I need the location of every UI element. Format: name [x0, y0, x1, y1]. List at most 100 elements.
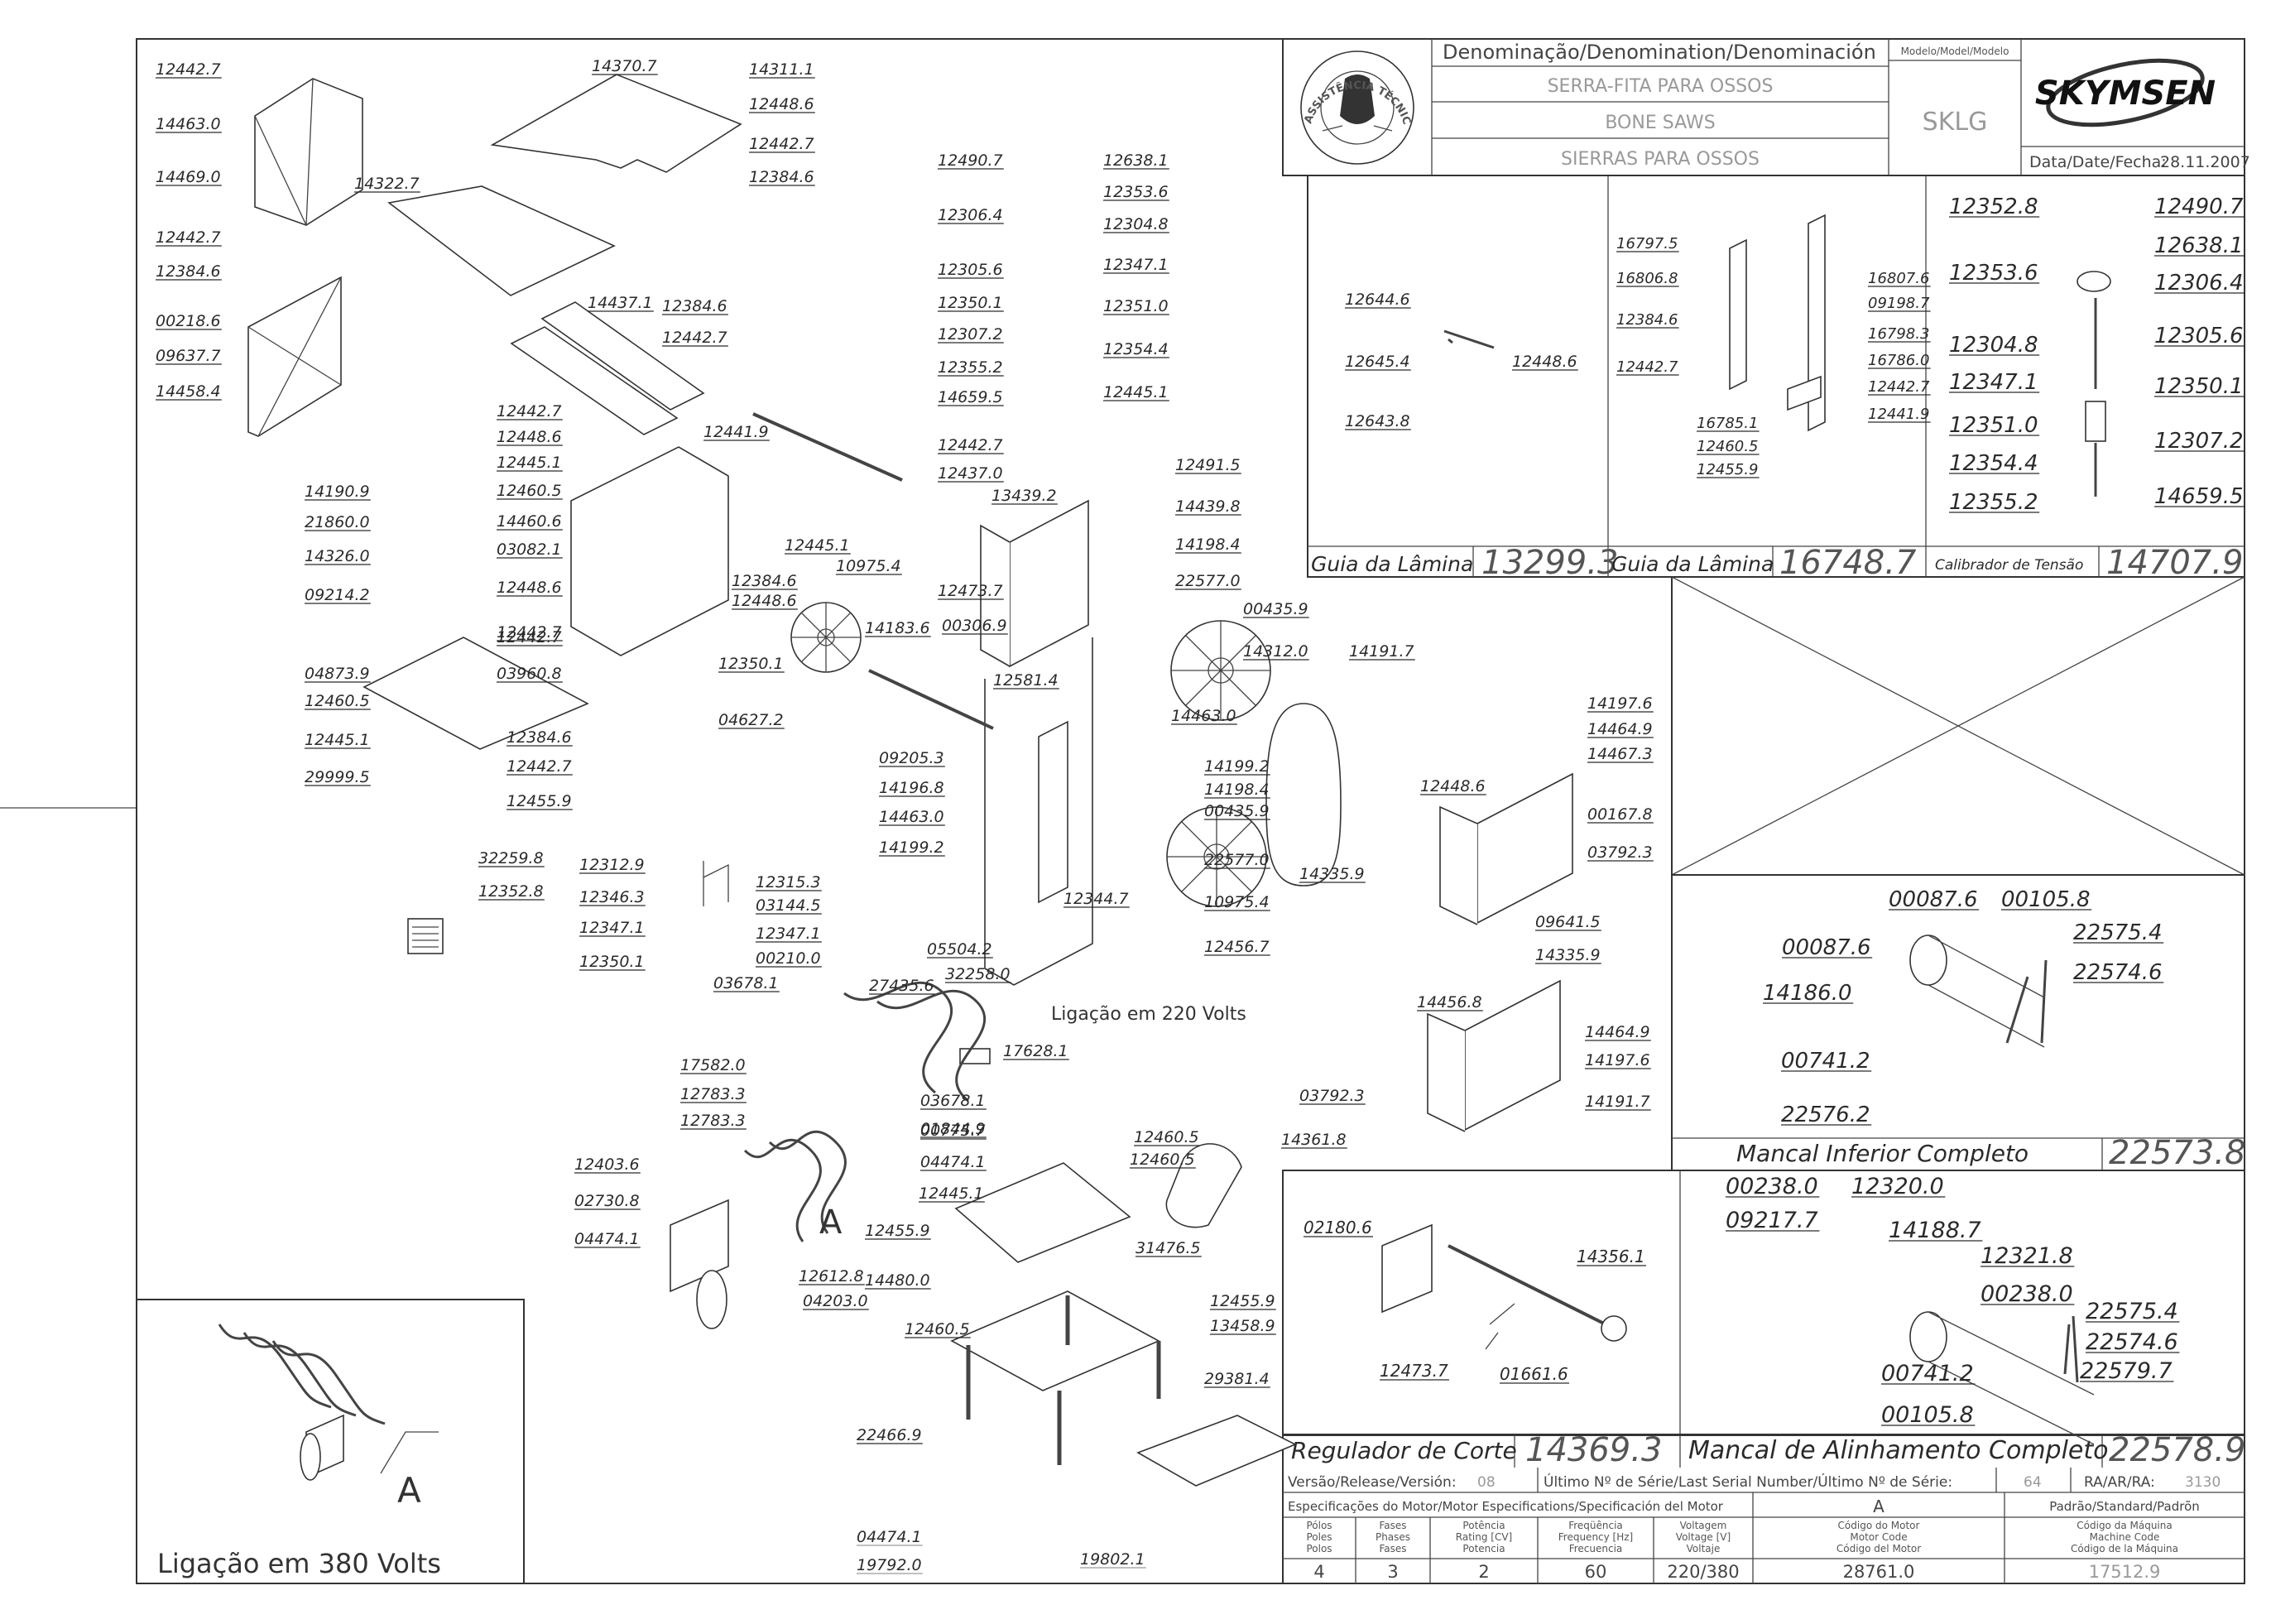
col-frequency-1: Freqüência — [1568, 1520, 1623, 1531]
part-label: 12304.8 — [1103, 215, 1169, 233]
col-voltage-3: Voltaje — [1687, 1543, 1721, 1554]
model-code: SKLG — [1923, 108, 1988, 137]
part-label: 12445.1 — [1103, 383, 1169, 401]
part-label: 00087.6 — [1782, 935, 1871, 960]
part-label: 00167.8 — [1587, 805, 1653, 824]
part-label: 22577.0 — [1204, 851, 1270, 869]
part-label: 19802.1 — [1080, 1550, 1145, 1569]
part-label: 29381.4 — [1204, 1370, 1270, 1388]
part-label: 22575.4 — [2073, 920, 2163, 945]
part-label: 13458.9 — [1210, 1317, 1275, 1335]
part-label: 12350.1 — [718, 655, 784, 673]
col-voltage-1: Voltagem — [1680, 1520, 1727, 1531]
part-label: 12350.1 — [2154, 374, 2244, 399]
part-label: 12581.4 — [993, 671, 1059, 689]
val-voltage: 220/380 — [1667, 1562, 1739, 1582]
part-label: 12442.7 — [507, 757, 572, 776]
part-label: 12442.7 — [1616, 358, 1678, 376]
part-label: 09198.7 — [1868, 295, 1930, 312]
release-label: Versão/Release/Versión: — [1288, 1474, 1457, 1491]
part-label: 14464.9 — [1587, 720, 1653, 738]
part-label: 14322.7 — [354, 175, 420, 193]
part-label: 12306.4 — [2154, 271, 2244, 295]
part-label: 12352.8 — [1949, 195, 2038, 219]
part-label: 12352.8 — [478, 882, 544, 901]
part-label: 03144.5 — [756, 896, 821, 915]
part-label: 12783.3 — [680, 1112, 746, 1130]
part-label: 12344.7 — [1063, 890, 1129, 908]
part-label: 12783.3 — [680, 1085, 746, 1103]
part-label: 12445.1 — [497, 454, 562, 472]
assembly-label-6: Mancal de Alinhamento Completo — [1688, 1436, 2109, 1465]
part-label: 12445.1 — [785, 536, 850, 555]
part-label: 12384.6 — [732, 572, 797, 590]
col-rating-1: Potência — [1462, 1520, 1505, 1531]
part-label: 12347.1 — [756, 925, 821, 943]
part-label: 14370.7 — [592, 57, 657, 75]
part-label: 12315.3 — [756, 873, 821, 891]
part-label: 04474.1 — [574, 1230, 640, 1248]
part-label: 02180.6 — [1304, 1218, 1372, 1237]
detail-letter-a: A — [819, 1204, 843, 1242]
assembly-label-2: Guia da Lâmina — [1611, 552, 1774, 576]
part-label: 12442.7 — [938, 436, 1003, 454]
part-label: 12384.6 — [662, 297, 727, 315]
part-label: 14469.0 — [156, 168, 221, 186]
col-poles-2: Poles — [1306, 1531, 1332, 1543]
assembly-label-3: Calibrador de Tensão — [1935, 557, 2083, 574]
part-label: 12304.8 — [1949, 333, 2038, 358]
col-phases-1: Fases — [1379, 1520, 1406, 1531]
part-label: 12441.9 — [1868, 406, 1929, 423]
part-label: 12442.7 — [156, 60, 221, 79]
part-label: 32259.8 — [478, 849, 544, 867]
col-motor-code-3: Código del Motor — [1836, 1543, 1921, 1554]
part-label: 03082.1 — [497, 541, 562, 559]
part-label: 04203.0 — [803, 1292, 868, 1310]
part-label: 14190.9 — [305, 483, 370, 501]
part-label: 12448.6 — [732, 592, 797, 610]
part-label: 14458.4 — [156, 382, 221, 401]
col-phases-2: Phases — [1376, 1531, 1410, 1543]
col-poles-1: Pólos — [1306, 1520, 1332, 1531]
col-frequency-2: Frequency [Hz] — [1558, 1531, 1634, 1543]
part-label: 09217.7 — [1726, 1208, 1818, 1233]
part-label: 22577.0 — [1175, 572, 1241, 590]
assembly-code-2: 16748.7 — [1779, 544, 1917, 582]
part-label: 12448.6 — [497, 428, 562, 446]
part-label: 12455.9 — [1210, 1292, 1275, 1310]
part-label: 14312.0 — [1243, 642, 1308, 661]
part-label: 00238.0 — [1981, 1281, 2073, 1307]
part-label: 12445.1 — [305, 731, 370, 749]
part-label: 12441.9 — [703, 423, 769, 441]
col-motor-code-1: Código do Motor — [1838, 1520, 1920, 1531]
brand-name: SKYMSEN — [2035, 74, 2216, 113]
denomination-label: Denominação/Denomination/Denominación — [1443, 41, 1876, 64]
part-label: 14199.2 — [879, 838, 944, 857]
part-label: 12460.5 — [1697, 438, 1758, 455]
serial-label: Último Nº de Série/Last Serial Number/Úl… — [1544, 1473, 1952, 1491]
part-label: 12645.4 — [1345, 353, 1410, 371]
val-motor-code: 28761.0 — [1843, 1562, 1915, 1582]
part-label: 12307.2 — [2154, 429, 2244, 454]
col-rating-2: Rating [CV] — [1456, 1531, 1512, 1543]
part-label: 12442.7 — [749, 135, 814, 153]
part-label: 12354.4 — [1949, 451, 2038, 476]
part-label: 16786.0 — [1868, 352, 1929, 369]
part-label: 12445.1 — [919, 1184, 984, 1203]
motor-spec-header: Especificações do Motor/Motor Especifica… — [1288, 1499, 1724, 1514]
part-label: 14456.8 — [1417, 993, 1482, 1011]
col-poles-3: Polos — [1306, 1543, 1332, 1554]
part-label: 09641.5 — [1535, 913, 1601, 931]
assembly-code-1: 13299.3 — [1481, 544, 1618, 582]
part-label: 12442.7 — [662, 329, 727, 347]
part-label: 03960.8 — [497, 665, 562, 683]
val-rating: 2 — [1478, 1562, 1489, 1582]
serial-value: 64 — [2024, 1474, 2042, 1491]
part-label: 17628.1 — [1003, 1042, 1068, 1060]
part-label: 12384.6 — [156, 262, 221, 281]
motor-spec-table: Versão/Release/Versión: 08 Último Nº de … — [1283, 1468, 2245, 1583]
part-label: 14191.7 — [1585, 1093, 1650, 1111]
part-label: 12460.5 — [905, 1320, 970, 1338]
part-label: 12491.5 — [1175, 456, 1241, 474]
